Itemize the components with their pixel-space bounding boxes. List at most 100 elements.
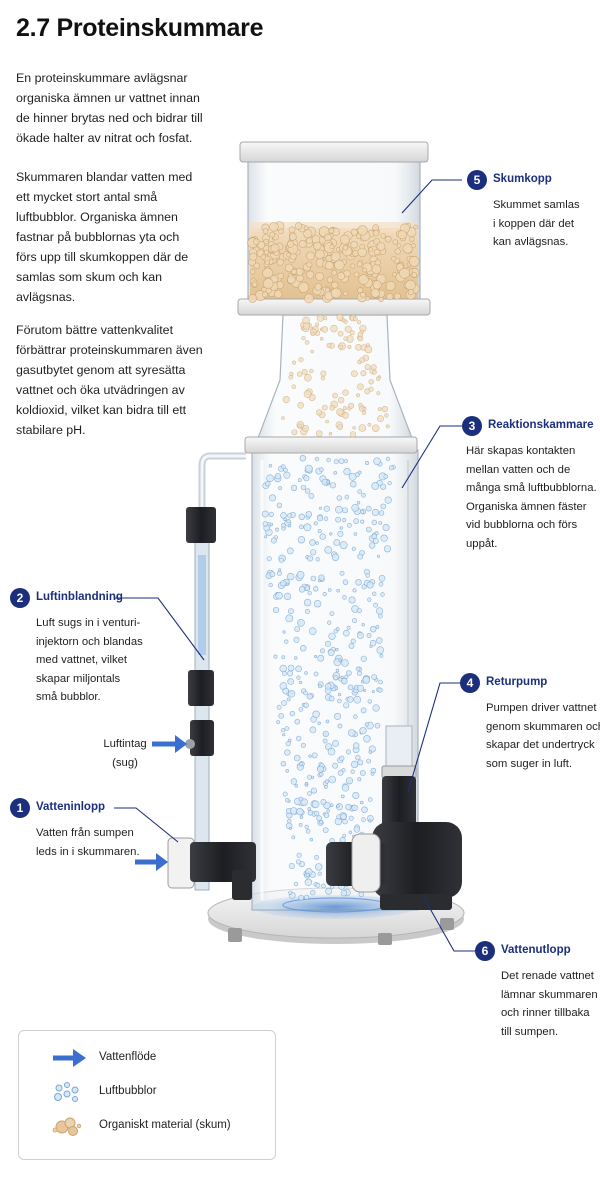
- callout-text: Pumpen driver vattnet genom skummaren oc…: [486, 699, 600, 773]
- texture-dot: [358, 402, 363, 408]
- texture-dot: [375, 625, 380, 629]
- callout-number-badge: 2: [10, 588, 30, 608]
- texture-dot: [347, 696, 354, 703]
- texture-dot: [347, 344, 352, 349]
- texture-dot: [282, 687, 290, 695]
- page-title: 2.7 Proteinskummare: [16, 14, 264, 42]
- texture-dot: [294, 656, 298, 660]
- text-line: de hinner brytas ned och bidrar till: [16, 111, 203, 125]
- texture-dot: [298, 707, 304, 712]
- texture-dot: [344, 325, 352, 333]
- texture-dot: [307, 807, 312, 811]
- texture-dot: [287, 690, 296, 698]
- texture-dot: [319, 771, 324, 777]
- text-line: förbättrar proteinskummaren även: [16, 343, 203, 357]
- texture-dot: [266, 474, 274, 483]
- texture-dot: [348, 815, 354, 821]
- texture-dot: [372, 369, 377, 375]
- texture-dot: [355, 754, 361, 761]
- texture-dot: [355, 343, 362, 351]
- texture-dot: [305, 872, 310, 877]
- texture-dot: [369, 644, 373, 648]
- texture-dot: [299, 455, 306, 462]
- texture-dot: [316, 409, 323, 416]
- texture-dot: [342, 406, 347, 411]
- texture-dot: [355, 579, 362, 586]
- texture-dot: [316, 314, 324, 322]
- texture-dot: [332, 392, 338, 399]
- texture-dot: [298, 513, 305, 520]
- texture-dot: [295, 267, 304, 276]
- texture-dot: [373, 602, 378, 608]
- texture-dot: [281, 655, 286, 660]
- texture-dot: [284, 263, 294, 273]
- texture-dot: [343, 291, 348, 296]
- texture-dot: [298, 281, 310, 293]
- texture-dot: [329, 611, 335, 616]
- texture-dot: [383, 474, 389, 479]
- texture-dot: [336, 588, 340, 593]
- callout-number-badge: 3: [462, 416, 482, 436]
- texture-dot: [392, 272, 397, 277]
- texture-dot: [296, 852, 302, 858]
- legend: Vattenflöde Luftbubblor Organiskt materi…: [18, 1030, 276, 1160]
- texture-dot: [377, 407, 382, 412]
- texture-dot: [340, 675, 344, 680]
- texture-dot: [331, 281, 339, 289]
- texture-dot: [285, 614, 294, 623]
- texture-dot: [345, 749, 351, 755]
- texture-dot: [309, 726, 317, 734]
- texture-dot: [348, 472, 357, 481]
- texture-dot: [371, 674, 378, 680]
- texture-dot: [333, 470, 338, 475]
- texture-dot: [304, 488, 311, 494]
- texture-dot: [315, 541, 319, 545]
- texture-dot: [303, 373, 312, 382]
- texture-dot: [353, 742, 360, 749]
- texture-dot: [269, 571, 276, 578]
- texture-dot: [357, 247, 367, 258]
- texture-dot: [268, 494, 276, 502]
- texture-dot: [308, 627, 317, 636]
- texture-dot: [378, 521, 383, 525]
- texture-dot: [410, 243, 416, 249]
- texture-dot: [353, 695, 362, 704]
- texture-dot: [304, 894, 310, 900]
- text-line: Vatten från sumpen: [36, 827, 134, 839]
- texture-dot: [282, 791, 288, 797]
- texture-dot: [326, 809, 330, 813]
- texture-dot: [380, 483, 387, 490]
- texture-dot: [380, 534, 388, 542]
- texture-dot: [357, 331, 363, 338]
- texture-dot: [321, 883, 326, 889]
- text-line: Luft sugs in i venturi-: [36, 617, 141, 629]
- texture-dot: [359, 509, 365, 514]
- texture-dot: [286, 572, 295, 581]
- texture-dot: [386, 293, 394, 301]
- texture-dot: [334, 712, 342, 720]
- texture-dot: [363, 735, 371, 743]
- text-line: vid bubblorna och förs: [466, 519, 578, 532]
- texture-dot: [328, 228, 334, 234]
- texture-dot: [378, 574, 386, 582]
- texture-dot: [265, 287, 272, 294]
- texture-dot: [370, 364, 377, 371]
- texture-dot: [321, 326, 329, 333]
- texture-dot: [377, 613, 383, 619]
- texture-dot: [342, 517, 347, 523]
- water-flow-arrow-icon: [53, 1049, 86, 1067]
- texture-dot: [323, 516, 329, 521]
- texture-dot: [348, 643, 355, 649]
- texture-dot: [394, 248, 401, 255]
- texture-dot: [411, 271, 418, 278]
- texture-dot: [324, 640, 331, 647]
- texture-dot: [320, 376, 326, 381]
- texture-dot: [357, 225, 368, 236]
- texture-dot: [359, 357, 365, 363]
- texture-dot: [317, 871, 322, 876]
- texture-dot: [353, 518, 360, 524]
- texture-dot: [352, 791, 360, 799]
- texture-dot: [311, 752, 318, 759]
- texture-dot: [368, 819, 372, 823]
- texture-dot: [348, 830, 352, 834]
